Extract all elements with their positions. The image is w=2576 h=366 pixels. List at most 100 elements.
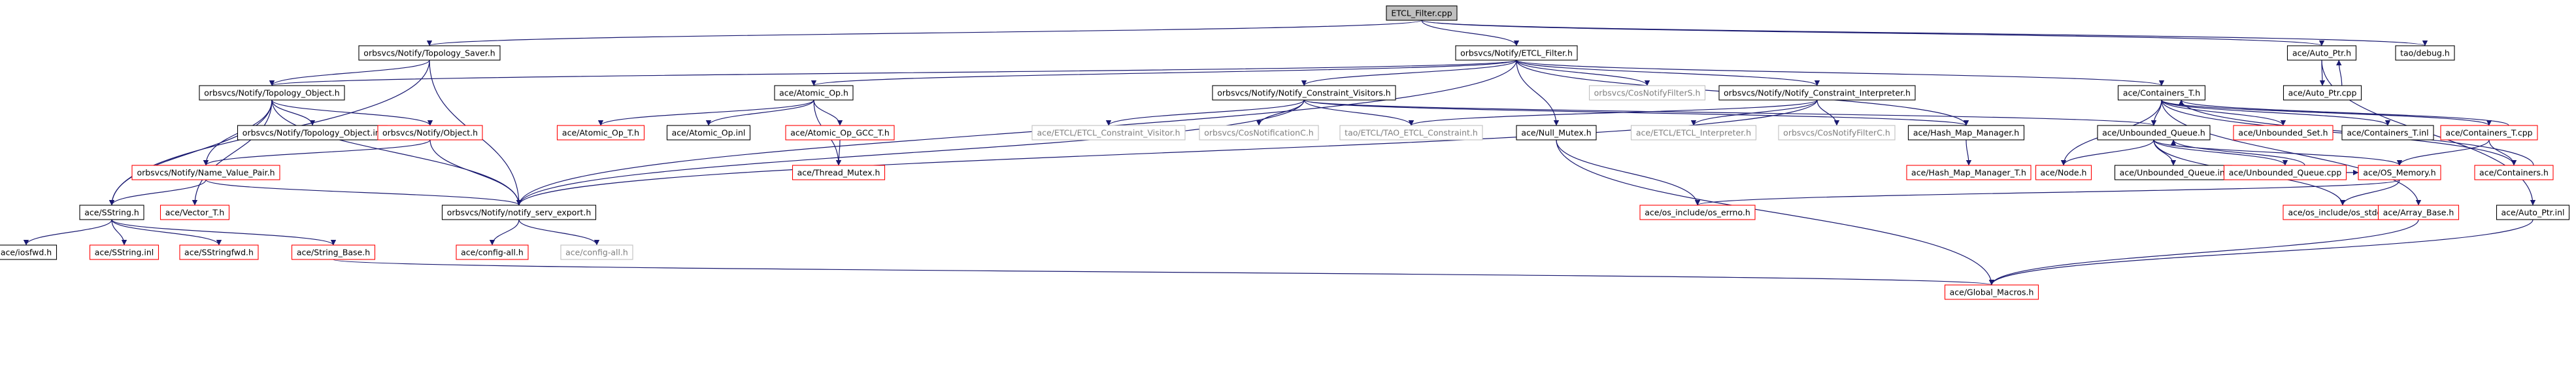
node-iosfwd[interactable]: ace/iosfwd.h (0, 244, 58, 260)
node-notify_object_h[interactable]: orbsvcs/Notify/Object.h (377, 125, 483, 141)
node-label: ace/Containers.h (2479, 168, 2549, 178)
node-serv_export[interactable]: orbsvcs/Notify/notify_serv_export.h (441, 205, 597, 220)
node-box (1212, 85, 1396, 101)
node-unbounded_queue_inl[interactable]: ace/Unbounded_Queue.inl (2114, 165, 2233, 180)
edge-containers_t_h-to-unbounded_set (2161, 99, 2286, 126)
node-label: ace/Thread_Mutex.h (797, 168, 880, 178)
node-label: tao/debug.h (2400, 48, 2450, 58)
node-topo_saver[interactable]: orbsvcs/Notify/Topology_Saver.h (358, 45, 501, 61)
node-box (159, 205, 230, 220)
node-box (560, 244, 633, 260)
node-label: ace/Auto_Ptr.inl (2501, 208, 2565, 218)
node-sstring_h[interactable]: ace/SString.h (79, 205, 144, 220)
node-label: ace/Atomic_Op_T.h (562, 128, 639, 138)
node-label: ace/SString.inl (95, 248, 154, 258)
node-hash_map_mgr[interactable]: ace/Hash_Map_Manager.h (1907, 125, 2025, 141)
edge-auto_ptr_cpp-to-auto_ptr_h (2336, 59, 2343, 86)
node-etcl_filter_h[interactable]: orbsvcs/Notify/ETCL_Filter.h (1455, 45, 1578, 61)
node-label: ETCL_Filter.cpp (1391, 8, 1452, 18)
edge-etcl_filter_h-to-containers_t_h (1516, 59, 2164, 86)
edge-etcl_filter_h-to-topo_object_h (269, 59, 1517, 86)
node-atomic_op_t[interactable]: ace/Atomic_Op_T.h (556, 125, 645, 141)
node-box (89, 244, 159, 260)
node-topo_object_h[interactable]: orbsvcs/Notify/Topology_Object.h (199, 85, 345, 101)
edge-constraint_interp_h-to-etcl_interpreter (1690, 99, 1818, 126)
node-box (1386, 5, 1458, 21)
node-thread_mutex[interactable]: ace/Thread_Mutex.h (792, 165, 886, 180)
edge-constraint_visitors_h-to-serv_export (516, 99, 1305, 206)
edge-sstring_h-to-iosfwd (23, 219, 112, 246)
node-label: ace/iosfwd.h (1, 248, 52, 258)
node-box (2117, 85, 2206, 101)
node-box (1906, 165, 2032, 180)
node-box (1516, 125, 1597, 141)
edge-null_mutex-to-os_errno (1556, 139, 1701, 206)
edge-unbounded_queue_cpp-to-unbounded_queue_h (2170, 139, 2305, 166)
node-constraint_visitors_h[interactable]: orbsvcs/Notify/Notify_Constraint_Visitor… (1212, 85, 1396, 101)
edge-containers_t_cpp-to-os_memory (2396, 139, 2490, 166)
node-vector_t[interactable]: ace/Vector_T.h (159, 205, 230, 220)
edge-containers_t_h-to-unbounded_queue_h (2150, 99, 2162, 126)
edge-containers_t_h-to-containers_t_inl (2161, 99, 2391, 126)
node-atomic_op_inl[interactable]: ace/Atomic_Op.inl (666, 125, 751, 141)
edge-topo_object_h-to-notify_object_h (271, 99, 433, 126)
node-label: ace/SString.h (84, 208, 139, 218)
node-array_base[interactable]: ace/Array_Base.h (2377, 205, 2460, 220)
node-box (1639, 205, 1756, 220)
node-topo_object_inl[interactable]: orbsvcs/Notify/Topology_Object.inl (237, 125, 388, 141)
node-label: ace/ETCL/ETCL_Interpreter.h (1636, 128, 1751, 138)
node-null_mutex[interactable]: ace/Null_Mutex.h (1516, 125, 1597, 141)
edge-containers_t_h-to-containers_t_cpp (2161, 99, 2492, 126)
node-name_value_pair[interactable]: orbsvcs/Notify/Name_Value_Pair.h (131, 165, 280, 180)
node-box (2358, 165, 2441, 180)
node-global_macros[interactable]: ace/Global_Macros.h (1944, 284, 2039, 300)
node-label: ace/Hash_Map_Manager_T.h (1911, 168, 2026, 178)
node-root[interactable]: ETCL_Filter.cpp (1386, 5, 1458, 21)
node-constraint_interp_h[interactable]: orbsvcs/Notify/Notify_Constraint_Interpr… (1718, 85, 1916, 101)
edge-topo_saver-to-topo_object_h (269, 59, 430, 86)
node-config_all_ext[interactable]: ace/config-all.h (456, 244, 529, 260)
node-box (2474, 165, 2554, 180)
node-sstring_inl[interactable]: ace/SString.inl (89, 244, 159, 260)
node-box (1630, 125, 1757, 141)
node-string_base[interactable]: ace/String_Base.h (291, 244, 376, 260)
node-containers_h[interactable]: ace/Containers.h (2474, 165, 2554, 180)
edge-atomic_op_h-to-atomic_op_inl (705, 99, 814, 126)
node-label: ace/Atomic_Op.inl (672, 128, 746, 138)
node-node_h[interactable]: ace/Node.h (2035, 165, 2092, 180)
edge-name_value_pair-to-serv_export (205, 179, 522, 206)
edge-topo_object_h-to-topo_object_inl (271, 99, 316, 126)
node-atomic_op_h[interactable]: ace/Atomic_Op.h (774, 85, 854, 101)
node-unbounded_set[interactable]: ace/Unbounded_Set.h (2233, 125, 2333, 141)
node-unbounded_queue_h[interactable]: ace/Unbounded_Queue.h (2097, 125, 2211, 141)
node-auto_ptr_cpp[interactable]: ace/Auto_Ptr.cpp (2283, 85, 2362, 101)
node-tao_etcl_constraint: tao/ETCL/TAO_ETCL_Constraint.h (1339, 125, 1483, 141)
node-auto_ptr_h[interactable]: ace/Auto_Ptr.h (2286, 45, 2357, 61)
node-box (1718, 85, 1916, 101)
node-atomic_op_gcc[interactable]: ace/Atomic_Op_GCC_T.h (785, 125, 895, 141)
node-unbounded_queue_cpp[interactable]: ace/Unbounded_Queue.cpp (2223, 165, 2347, 180)
node-os_memory[interactable]: ace/OS_Memory.h (2358, 165, 2441, 180)
edge-etcl_filter_h-to-serv_export (516, 59, 1517, 206)
edge-atomic_op_h-to-atomic_op_t (597, 99, 814, 126)
node-os_stddef[interactable]: ace/os_include/os_stddef.h (2283, 205, 2403, 220)
node-box (291, 244, 376, 260)
node-containers_t_inl[interactable]: ace/Containers_T.inl (2341, 125, 2434, 141)
edge-serv_export-to-config_all_missing (518, 219, 600, 246)
node-box (456, 244, 529, 260)
edge-serv_export-to-config_all_ext (489, 219, 520, 246)
node-box (2035, 165, 2092, 180)
edge-constraint_interp_h-to-cos_filter_c (1816, 99, 1840, 126)
edge-etcl_filter_h-to-cos_filter_s (1516, 59, 1650, 86)
node-box (1778, 125, 1896, 141)
node-auto_ptr_inl[interactable]: ace/Auto_Ptr.inl (2496, 205, 2570, 220)
edge-unbounded_queue_h-to-os_memory (2153, 139, 2403, 166)
node-hash_map_mgr_t[interactable]: ace/Hash_Map_Manager_T.h (1906, 165, 2032, 180)
node-os_errno[interactable]: ace/os_include/os_errno.h (1639, 205, 1756, 220)
node-containers_t_cpp[interactable]: ace/Containers_T.cpp (2440, 125, 2538, 141)
node-sstring_fwd[interactable]: ace/SStringfwd.h (179, 244, 259, 260)
node-containers_t_h[interactable]: ace/Containers_T.h (2117, 85, 2206, 101)
node-label: orbsvcs/Notify/Topology_Object.h (204, 88, 339, 98)
node-tao_debug[interactable]: tao/debug.h (2395, 45, 2455, 61)
node-label: ace/config-all.h (461, 248, 524, 258)
